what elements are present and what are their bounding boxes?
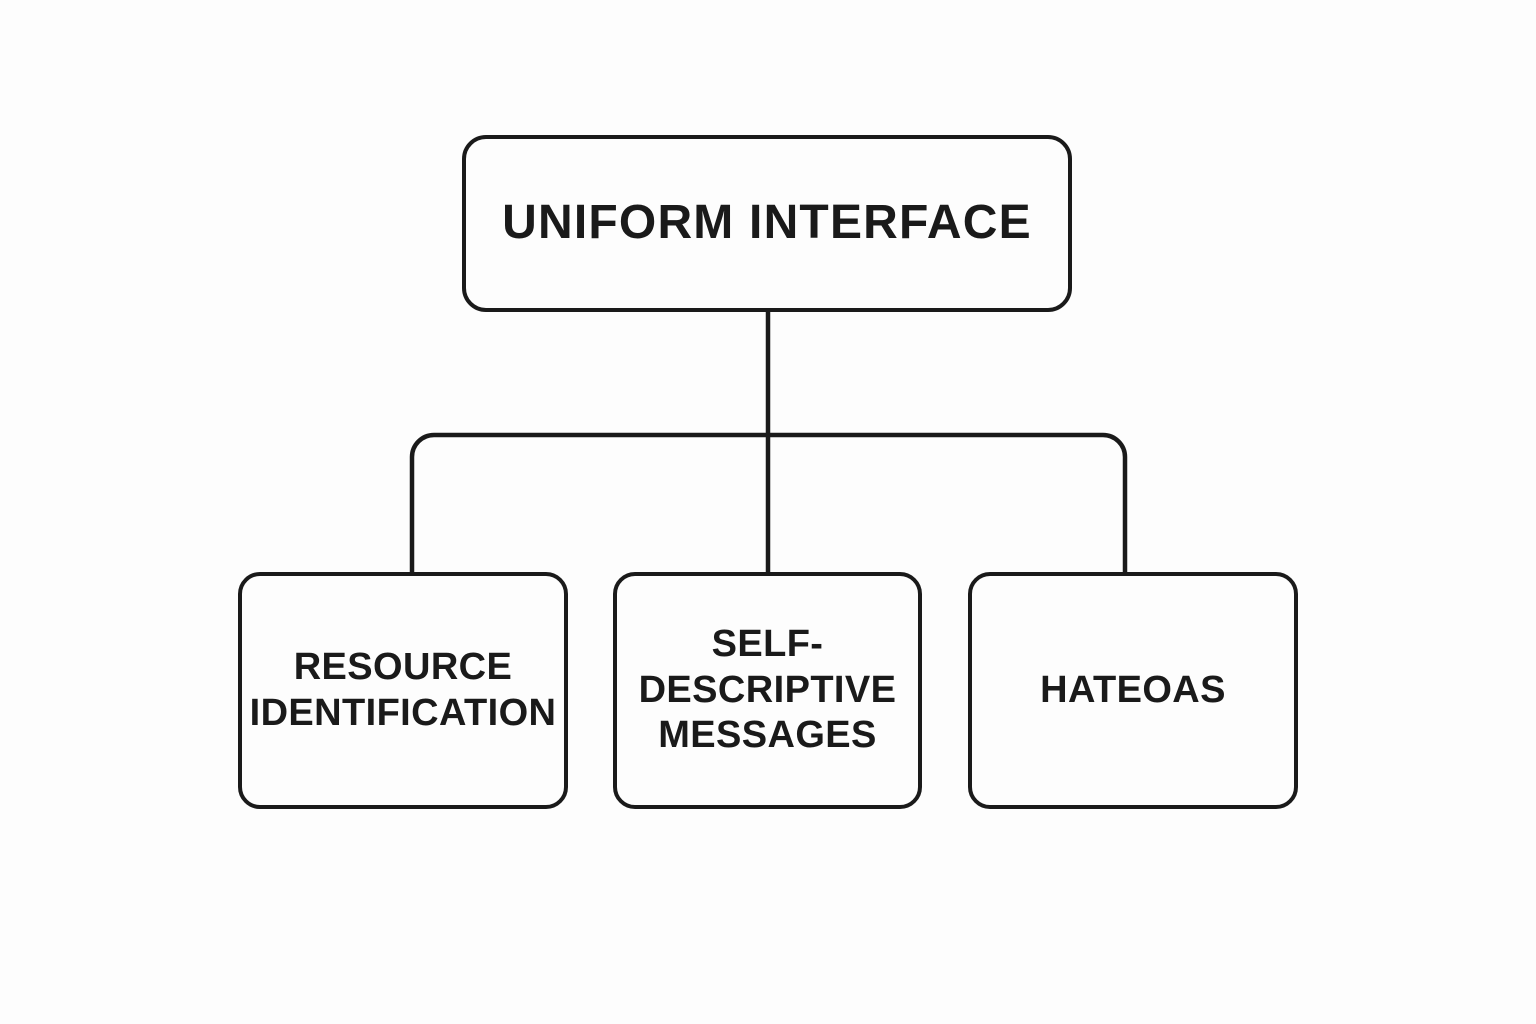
node-label-resource-identification: RESOURCE IDENTIFICATION [249, 645, 557, 734]
node-hateoas[interactable]: HATEOAS [968, 572, 1298, 809]
node-label-hateoas: HATEOAS [1040, 668, 1226, 711]
node-resource-identification[interactable]: RESOURCE IDENTIFICATION [238, 572, 568, 809]
node-label-uniform-interface: UNIFORM INTERFACE [502, 196, 1032, 250]
connector-bus-left-branch [409, 432, 768, 572]
connector-bus-right-branch [768, 432, 1128, 572]
node-uniform-interface[interactable]: UNIFORM INTERFACE [462, 135, 1072, 312]
node-self-descriptive-messages[interactable]: SELF- DESCRIPTIVE MESSAGES [613, 572, 922, 809]
node-label-self-descriptive-messages: SELF- DESCRIPTIVE MESSAGES [638, 623, 897, 757]
